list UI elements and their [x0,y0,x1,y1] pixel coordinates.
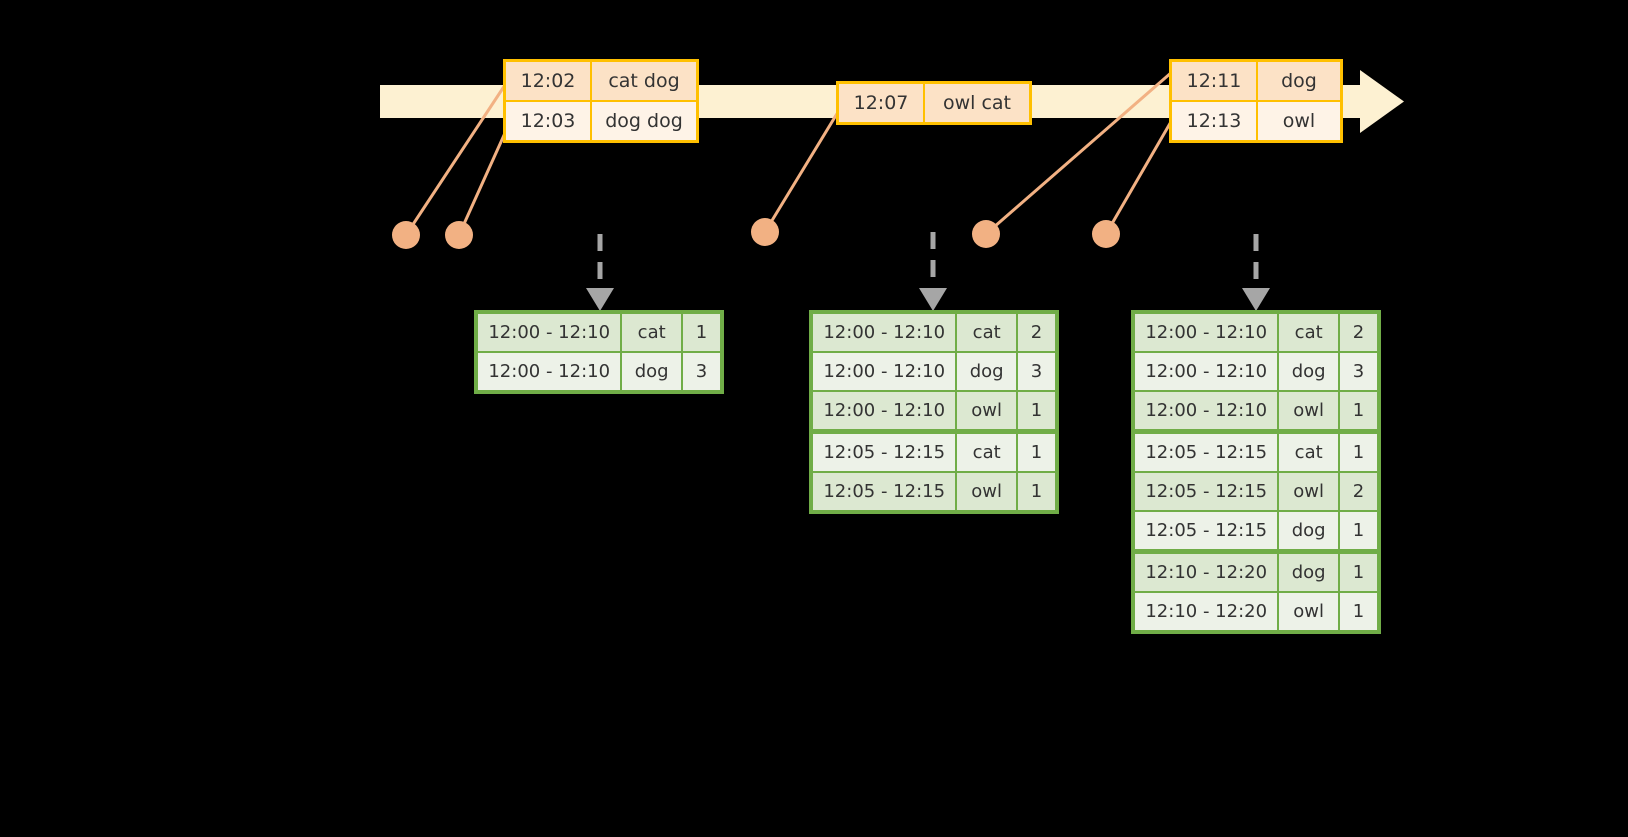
event-row[interactable]: 12:11 dog [1172,62,1340,100]
marker-dot-4 [972,220,1000,248]
cell-word: cat [957,434,1018,471]
cell-word: cat [957,314,1018,351]
cell-word: dog [1279,554,1340,591]
cell-count: 2 [1339,314,1377,351]
event-words: cat dog [608,70,680,92]
cell-window: 12:10 - 12:20 [1135,593,1280,630]
cell-window: 12:00 - 12:10 [813,353,958,390]
cell-count: 1 [682,314,720,351]
cell-word: owl [1279,593,1340,630]
event-time: 12:02 [506,62,592,100]
cell-word: owl [957,392,1018,429]
marker-dot-1 [392,221,420,249]
cell-word: dog [1279,512,1340,549]
marker-dot-5 [1092,220,1120,248]
cell-window: 12:00 - 12:10 [1135,314,1280,351]
event-time: 12:07 [839,84,925,122]
marker-dot-2 [445,221,473,249]
event-time: 12:13 [1172,102,1258,140]
event-group-3[interactable]: 12:11 dog 12:13 owl [1169,59,1343,143]
cell-window: 12:05 - 12:15 [1135,434,1280,471]
event-words: dog [1281,70,1317,92]
emit-arrows [597,232,1259,293]
event-time: 12:11 [1172,62,1258,100]
cell-window: 12:05 - 12:15 [1135,512,1280,549]
event-group-1[interactable]: 12:02 cat dog 12:03 dog dog [503,59,699,143]
event-time: 12:03 [506,102,592,140]
cell-word: dog [1279,353,1340,390]
event-words: dog dog [605,110,683,132]
cell-count: 1 [1017,473,1055,510]
cell-word: owl [957,473,1018,510]
event-group-2[interactable]: 12:07 owl cat [836,81,1032,125]
emit-arrow-head-1 [586,288,614,311]
cell-window: 12:10 - 12:20 [1135,554,1280,591]
event-row[interactable]: 12:07 owl cat [839,84,1029,122]
cell-count: 3 [682,353,720,390]
cell-word: owl [1279,473,1340,510]
event-row[interactable]: 12:03 dog dog [506,100,696,140]
cell-window: 12:05 - 12:15 [813,434,958,471]
cell-count: 1 [1339,392,1377,429]
cell-window: 12:00 - 12:10 [478,353,623,390]
cell-window: 12:00 - 12:10 [1135,353,1280,390]
cell-count: 1 [1339,593,1377,630]
event-words: owl cat [942,92,1012,114]
cell-count: 1 [1017,392,1055,429]
marker-dot-3 [751,218,779,246]
connector-line-3 [763,111,840,233]
emit-arrow-head-2 [919,288,947,311]
cell-count: 1 [1339,554,1377,591]
cell-window: 12:00 - 12:10 [1135,392,1280,429]
cell-window: 12:00 - 12:10 [813,314,958,351]
cell-word: dog [622,353,683,390]
marker-dots [392,218,1120,249]
connector-line-1 [404,84,507,236]
cell-window: 12:00 - 12:10 [813,392,958,429]
cell-count: 1 [1339,512,1377,549]
cell-window: 12:05 - 12:15 [813,473,958,510]
cell-window: 12:00 - 12:10 [478,314,623,351]
connector-line-2 [457,132,507,236]
cell-count: 3 [1339,353,1377,390]
event-words: owl [1282,110,1316,132]
cell-count: 3 [1017,353,1055,390]
cell-word: owl [1279,392,1340,429]
cell-word: cat [1279,314,1340,351]
event-row[interactable]: 12:13 owl [1172,100,1340,140]
event-row[interactable]: 12:02 cat dog [506,62,696,100]
cell-count: 1 [1339,434,1377,471]
cell-word: cat [1279,434,1340,471]
cell-count: 1 [1017,434,1055,471]
cell-count: 2 [1339,473,1377,510]
cell-word: cat [622,314,683,351]
emit-arrow-head-3 [1242,288,1270,311]
connector-line-5 [1104,119,1174,235]
emit-arrow-heads [586,288,1270,311]
stream-arrow-body [1340,85,1365,118]
stream-arrow-head-icon [1360,70,1404,133]
cell-word: dog [957,353,1018,390]
cell-window: 12:05 - 12:15 [1135,473,1280,510]
cell-count: 2 [1017,314,1055,351]
